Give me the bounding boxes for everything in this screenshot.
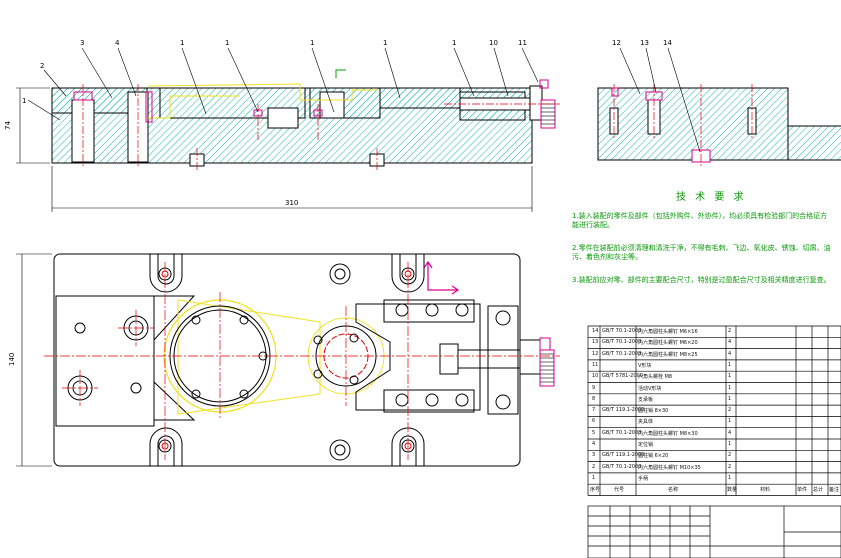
part-label-14: 14: [663, 39, 672, 47]
bom-qty: 1: [728, 384, 732, 391]
front-view: 2 1 3 4 1 1 1 1 1 10 11 310 74: [4, 39, 560, 212]
part-label-e: 1: [452, 39, 456, 47]
bom-qty: 1: [728, 373, 732, 380]
bom-qty: 2: [728, 463, 732, 470]
bom-qty: 2: [728, 328, 732, 334]
dim-height: 74: [4, 121, 12, 130]
bom-code: GB/T 5781-2000: [602, 373, 643, 380]
bom-name: 活动V形块: [638, 385, 662, 392]
bom-name: 定位销: [638, 442, 654, 448]
bom-seq: 1: [592, 474, 596, 481]
bom-name: 内六角圆柱头螺钉 M8×30: [638, 430, 698, 437]
bom-code: GB/T 70.1-2008: [602, 339, 642, 346]
bom-qty: 1: [728, 441, 732, 447]
bom-name: 内六角圆柱头螺钉 M10×35: [638, 464, 701, 471]
bom-seq: 3: [592, 452, 596, 459]
bom-qty: 1: [728, 361, 732, 368]
bom-header-cell: 备注: [829, 487, 840, 494]
bom-table: [587, 325, 841, 496]
bom-qty: 4: [728, 339, 732, 346]
bom-name: 支承板: [638, 396, 654, 403]
bom-header-cell: 数量: [727, 487, 738, 494]
bom-code: GB/T 70.1-2008: [602, 350, 642, 357]
bom-seq: 8: [592, 395, 596, 402]
top-view: 140: [8, 253, 560, 467]
bom-seq: 9: [592, 384, 596, 391]
part-label-b: 1: [225, 39, 229, 47]
bom-name: 手柄: [638, 475, 649, 482]
bom-code: GB/T 119.1-2000: [602, 452, 645, 459]
bom-seq: 6: [592, 418, 596, 425]
bom-qty: 2: [728, 407, 732, 414]
dim-length: 310: [285, 199, 298, 207]
bom-name: V形块: [638, 362, 652, 369]
dim-width: 140: [8, 353, 16, 366]
part-label-1: 1: [22, 97, 26, 105]
bom-code: GB/T 119.1-2000: [602, 407, 645, 414]
part-label-2: 2: [40, 62, 44, 70]
bom-name: 内六角圆柱头螺钉 M6×20: [638, 340, 698, 347]
bom-seq: 7: [592, 407, 596, 414]
side-view: 12 13 14: [597, 39, 841, 168]
bom-header-cell: 单件: [797, 487, 808, 494]
bom-name: 内六角圆柱头螺钉 M8×25: [638, 351, 698, 358]
part-label-4: 4: [115, 39, 120, 47]
bom-seq: 10: [592, 373, 599, 380]
part-label-11: 11: [518, 39, 527, 47]
bom-seq: 2: [592, 463, 596, 470]
bom-qty: 4: [728, 350, 732, 357]
tech-req-line-3: 3.装配前应对零、部件的主要配合尺寸，特别是过盈配合尺寸及相关精度进行复查。: [572, 276, 831, 284]
bom-qty: 1: [728, 474, 732, 481]
bom-header-cell: 名称: [668, 487, 679, 494]
tech-req-line-1: 1.装入装配的零件及部件（包括外购件、外协件），均必须具有检验部门的合格证方能进…: [572, 212, 828, 229]
part-label-3: 3: [80, 39, 84, 47]
bom-qty: 1: [728, 395, 732, 402]
bom-qty: 4: [728, 429, 732, 436]
bom-name: 内六角圆柱头螺钉 M6×16: [638, 329, 698, 335]
bom-header-cell: 总计: [813, 487, 824, 494]
bom-header-cell: 序号: [590, 487, 601, 494]
part-label-d: 1: [383, 39, 387, 47]
bom-qty: 1: [728, 418, 732, 425]
tech-req-line-2: 2.零件在装配前必须清理和清洗干净，不得有毛刺、飞边、氧化皮、锈蚀、切屑、油污、…: [572, 244, 831, 261]
tech-req-title: 技 术 要 求: [676, 192, 747, 203]
title-block: [587, 505, 841, 558]
bom-name: 圆柱销 6×20: [638, 453, 669, 460]
bom-code: GB/T 70.1-2008: [602, 429, 642, 436]
bom-seq: 5: [592, 429, 596, 436]
bom-header-cell: 材料: [760, 487, 771, 494]
bom-seq: 11: [592, 361, 599, 368]
bom-seq: 14: [592, 328, 599, 334]
bom-code: GB/T 70.1-2008: [602, 463, 642, 470]
bom-header-cell: 代号: [614, 487, 625, 494]
part-label-13: 13: [640, 39, 649, 47]
part-label-12: 12: [612, 39, 621, 47]
part-label-c: 1: [310, 39, 314, 47]
bom-name: 圆柱销 8×30: [638, 408, 669, 415]
bom-seq: 12: [592, 350, 599, 357]
part-label-a: 1: [180, 39, 184, 47]
bom-qty: 2: [728, 452, 732, 459]
part-label-10: 10: [489, 39, 498, 47]
bom-seq: 13: [592, 339, 599, 346]
bom-code: GB/T 70.1-2008: [602, 328, 642, 334]
bom-seq: 4: [592, 441, 596, 447]
bom-name: 夹具体: [638, 419, 654, 426]
bom-name: 六角头螺栓 M8: [638, 374, 673, 381]
